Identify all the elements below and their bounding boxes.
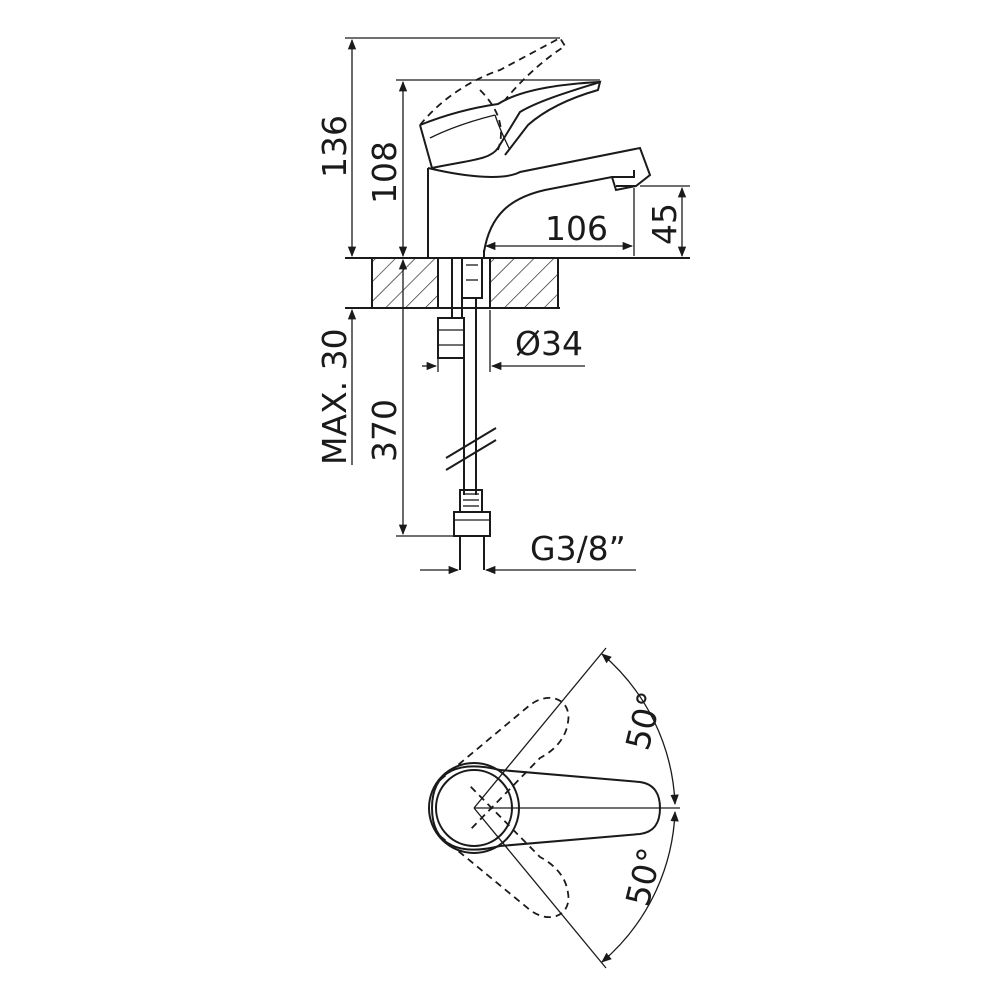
dim-45-label: 45 (645, 203, 684, 245)
countertop-section (371, 257, 559, 309)
dim-thread-label: G3/8” (530, 529, 626, 568)
dim-diameter-34-label: Ø34 (515, 324, 583, 363)
dim-136-label: 136 (315, 115, 354, 178)
dim-370: 370 (365, 258, 456, 537)
side-elevation: 136 108 106 45 MAX. 30 370 (315, 36, 690, 575)
supply-hose (437, 257, 497, 570)
angle-upper-label: 50° (618, 688, 670, 754)
connection-nut (453, 511, 491, 537)
dim-108-label: 108 (365, 141, 404, 204)
dim-max-30-label: MAX. 30 (315, 328, 354, 465)
plan-ray-lower (473, 807, 607, 969)
dim-diameter-34: Ø34 (422, 310, 585, 372)
dim-45: 45 (640, 185, 690, 258)
dim-136: 136 (315, 37, 560, 258)
dim-106-label: 106 (545, 209, 608, 248)
angle-arc-lower (601, 810, 679, 963)
dim-thread: G3/8” (420, 529, 636, 575)
plan-lever-left (439, 696, 570, 831)
angle-arc-upper (601, 653, 679, 806)
stud-bolt (461, 257, 483, 299)
dim-370-label: 370 (365, 399, 404, 462)
plan-lever-right (439, 785, 570, 919)
angle-lower-label: 50° (618, 844, 670, 910)
dim-max-30: MAX. 30 (315, 308, 357, 465)
faucet-body (419, 80, 652, 258)
plan-ray-upper (473, 647, 607, 809)
plan-view: 50° 50° (428, 647, 680, 969)
dim-106: 106 (484, 188, 635, 256)
dim-108: 108 (365, 79, 600, 258)
lever-raised-position (419, 36, 567, 151)
fixing-nut (437, 317, 465, 359)
